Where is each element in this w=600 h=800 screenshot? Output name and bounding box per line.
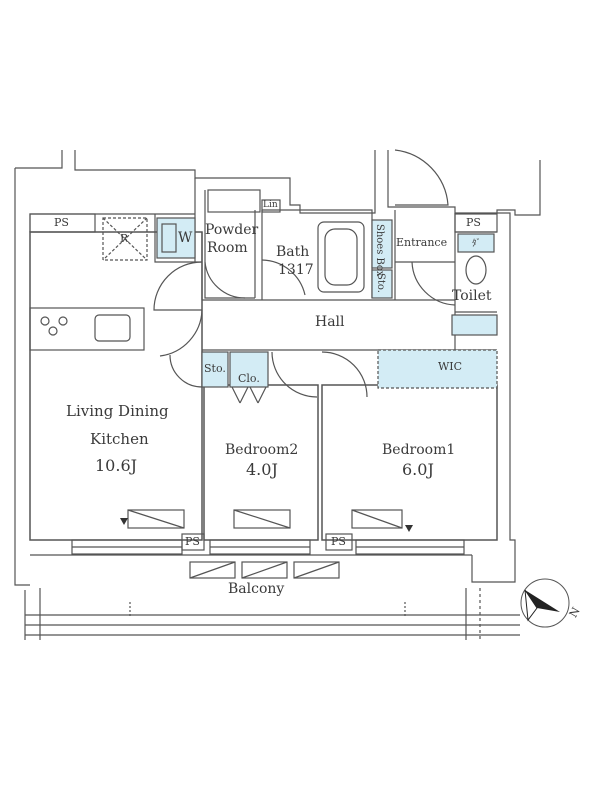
marker-bedroom1 — [405, 525, 413, 532]
door-ldk-lower — [159, 309, 203, 357]
ac-unit-ldk — [127, 509, 185, 529]
powder-sink — [207, 189, 261, 213]
ldk-label-line2: Kitchen — [90, 430, 149, 448]
refrigerator-box — [102, 217, 148, 261]
ps-bottom-right-label: PS — [331, 535, 346, 548]
bedroom2-area: 4.0J — [246, 460, 278, 479]
outer-wall-right — [471, 212, 516, 583]
door-entrance — [394, 149, 449, 206]
wic-area — [377, 349, 498, 389]
ps-bottom-right-box — [325, 533, 353, 551]
bath-size: 1317 — [278, 262, 314, 278]
toilet-sink — [457, 233, 495, 253]
ldk-area: 10.6J — [95, 456, 138, 475]
outer-wall — [15, 150, 541, 216]
bedroom1-label: Bedroom1 — [382, 442, 456, 458]
outer-wall-left — [14, 168, 30, 586]
ps-bottom-mid-label: PS — [185, 535, 200, 548]
ps-bottom-mid-box — [181, 533, 205, 551]
compass-icon — [520, 578, 570, 628]
bathtub-inner — [324, 228, 358, 286]
powder-room-label-line2: Room — [207, 240, 248, 256]
ac-unit-bedroom2 — [233, 509, 291, 529]
door-powder — [204, 261, 246, 299]
door-bath — [261, 259, 306, 296]
sto-entrance-box — [371, 269, 393, 299]
kitchen-sink — [94, 314, 131, 342]
bath-wall — [261, 209, 373, 300]
bedroom2-label: Bedroom2 — [225, 442, 299, 458]
ps-top-right-label: PS — [466, 216, 481, 229]
closet-box — [229, 351, 269, 388]
closet-label: Clo. — [238, 372, 260, 385]
door-sto — [169, 354, 203, 388]
door-ldk — [153, 261, 203, 311]
cooktop-icon — [40, 316, 68, 336]
ac-unit-bedroom1 — [351, 509, 403, 529]
balcony-label: Balcony — [228, 581, 285, 597]
door-bedroom1 — [321, 351, 368, 398]
washer-drum — [161, 223, 177, 253]
balcony-units — [189, 561, 340, 579]
shoes-box — [371, 219, 393, 269]
balcony-rail — [24, 588, 520, 640]
toilet-sink-label: ﾀﾞ — [472, 239, 482, 249]
storage-entrance-label: Sto. — [375, 273, 386, 293]
ldk-label-line1: Living Dining — [66, 402, 169, 420]
door-bedroom2 — [271, 351, 318, 398]
wic-label: WIC — [438, 360, 463, 373]
entrance-wall — [394, 210, 456, 350]
kitchen-counter — [29, 307, 145, 351]
toilet-label: Toilet — [452, 288, 492, 304]
ps-top-left — [29, 213, 96, 233]
toilet-bowl — [465, 255, 487, 285]
ldk-room — [29, 231, 203, 541]
wic-shelf-top — [451, 314, 498, 336]
bath-label: Bath — [276, 244, 310, 260]
linen-label: Lin — [263, 200, 278, 210]
storage-hall-label: Sto. — [204, 362, 226, 375]
ps-top-left-label: PS — [54, 216, 69, 229]
marker-ldk — [120, 518, 128, 525]
linen-box — [261, 199, 281, 213]
closet-door — [231, 386, 267, 404]
entrance-label: Entrance — [396, 236, 448, 249]
refrigerator-label: R — [120, 232, 129, 245]
bathtub — [317, 221, 365, 293]
sto-hall-box — [201, 351, 229, 388]
hall-label: Hall — [315, 314, 345, 330]
powder-room-label-line1: Powder — [205, 222, 259, 238]
powder-wall — [194, 178, 256, 299]
bedroom1-area: 6.0J — [402, 460, 434, 479]
ps-top-right — [454, 213, 498, 233]
washer-label: W — [178, 230, 193, 246]
door-toilet — [411, 261, 456, 306]
shoes-box-label: Shoes Box — [374, 224, 385, 277]
